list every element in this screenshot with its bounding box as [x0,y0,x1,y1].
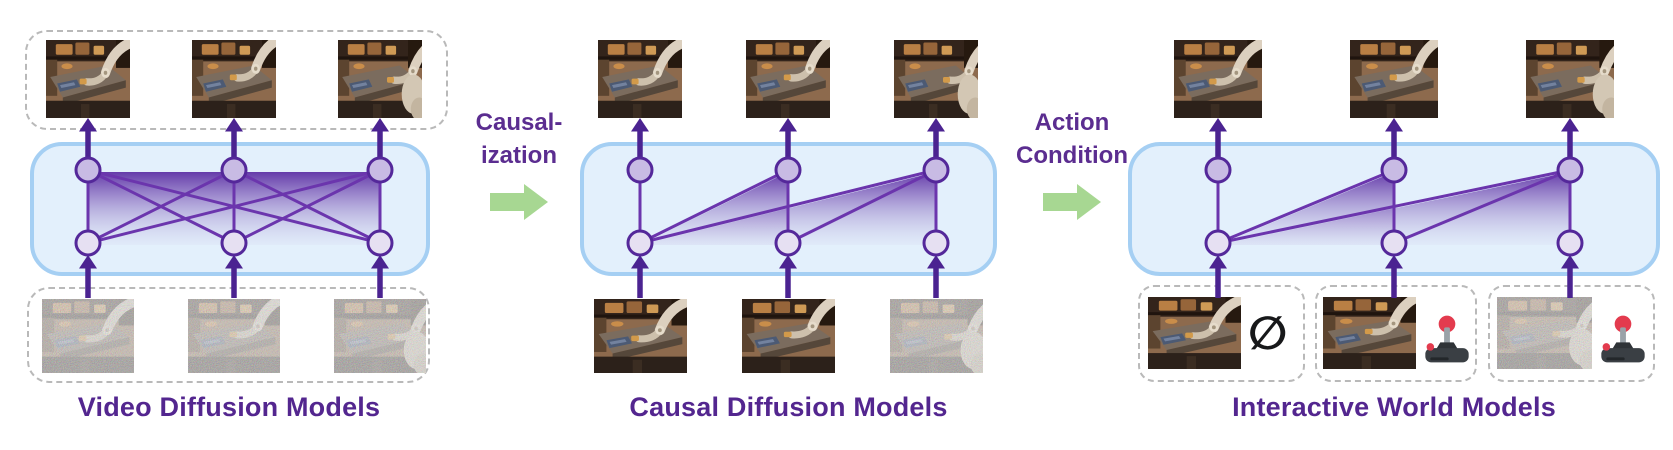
video-frame [338,40,422,118]
joystick-icon [1425,315,1469,363]
video-frame [42,299,134,373]
video-frame [746,40,830,118]
panel1-transformer-box [30,142,430,276]
panel3-title: Interactive World Models [1232,392,1556,422]
joystick-icon [1601,315,1645,363]
output-arrow-head [1561,118,1579,132]
video-frame [1497,297,1592,369]
video-frame [188,299,280,373]
video-frame [598,40,682,118]
video-frame [1526,40,1614,118]
video-frame [890,299,983,373]
output-arrow-head [631,118,649,132]
green-arrow-icon [1043,184,1101,220]
panel2-title: Causal Diffusion Models [629,392,948,422]
green-arrow-icon [490,184,548,220]
transition-label-line1: Action [1034,109,1110,136]
panel3-transformer-box [1128,142,1660,276]
transition-label-line2: Condition [1016,142,1128,169]
action-box-null [1138,285,1305,382]
transition-action-condition: Action Condition [1002,106,1142,225]
video-frame [1350,40,1438,118]
output-arrow-head [927,118,945,132]
video-frame [1323,297,1416,369]
transition-label-line1: Causal- [475,109,563,136]
video-frame [894,40,978,118]
panel1-title: Video Diffusion Models [77,392,381,422]
output-arrow-head [1209,118,1227,132]
panel2-transformer-box [580,142,997,276]
video-frame [334,299,426,373]
video-frame [1174,40,1262,118]
null-action-icon: ∅ [1248,306,1288,360]
panel1-input-frames-box [27,287,430,383]
video-frame [192,40,276,118]
output-arrow-head [1385,118,1403,132]
transition-label-line2: ization [481,142,557,169]
output-arrow-head [779,118,797,132]
video-frame [742,299,835,373]
video-frame [46,40,130,118]
video-frame [594,299,687,373]
video-frame [1148,297,1241,369]
transition-causalization: Causal- ization [449,106,589,225]
